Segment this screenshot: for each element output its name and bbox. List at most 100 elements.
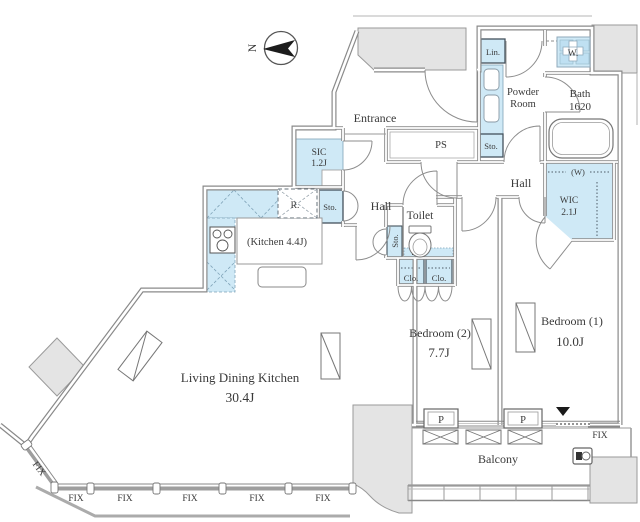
wic-shelf-label-bg: [566, 167, 590, 177]
north-arrow-icon: [263, 30, 299, 66]
storage-hall-bifold: [342, 190, 359, 222]
vanity-cabinet-2: [483, 94, 500, 123]
label-sic: SIC: [312, 148, 327, 158]
ldk-door: [355, 225, 391, 261]
doors: [342, 40, 590, 302]
stove-burner-1: [212, 229, 222, 239]
interior-wall-core: [294, 30, 618, 286]
balcony-railing: [407, 484, 590, 502]
powder-room-door: [503, 125, 541, 163]
pillar-symbol-1: [423, 408, 459, 429]
label-fix-4: FIX: [249, 494, 264, 504]
vanity-cabinet-1: [483, 68, 500, 91]
pillar-symbol-2: [503, 408, 543, 429]
bathtub-inner: [552, 122, 610, 155]
toilet-door: [402, 170, 438, 206]
label-bedroom2: Bedroom (2): [409, 326, 471, 340]
sic-door: [342, 140, 373, 171]
bedroom1-door: [518, 196, 546, 224]
label-hall-left: Hall: [371, 199, 392, 213]
label-fix-1: FIX: [68, 494, 83, 504]
label-ldk-size: 30.4J: [226, 390, 255, 405]
label-wic-shelf: (W): [571, 167, 585, 177]
label-sic-size: 1.2J: [311, 159, 327, 169]
fixtures: [209, 36, 614, 465]
bath-door: [544, 76, 581, 113]
balcony-faucet-handle: [576, 452, 582, 460]
kitchen-island: [236, 217, 323, 265]
balcony-divider-block: [352, 404, 413, 514]
label-wic: WIC: [560, 196, 578, 206]
label-hall-right: Hall: [511, 176, 532, 190]
column-diamond: [28, 337, 86, 397]
linen-door: [505, 40, 543, 78]
label-balcony: Balcony: [478, 452, 518, 466]
entrance-door: [424, 69, 478, 123]
bathtub: [548, 118, 614, 159]
ps-inner-line: [389, 131, 475, 159]
toilet-tank: [408, 225, 432, 234]
window-panel-symbols: [117, 302, 536, 382]
storage-toilet-bifold: [372, 228, 387, 256]
hall-door: [420, 161, 458, 199]
kitchen-sink: [257, 266, 307, 288]
label-fix-3: FIX: [182, 494, 197, 504]
ldk-fix-window-run: [20, 439, 357, 518]
label-kitchen: (Kitchen 4.4J): [247, 237, 308, 248]
labels: N Entrance Hall Hall PS Powder Room Bath…: [30, 43, 608, 504]
label-storage-toilet: Sto.: [390, 234, 400, 247]
label-closet-1: Clo.: [404, 273, 418, 283]
closet-bifold-doors: [397, 285, 453, 302]
label-storage-hall: Sto.: [323, 202, 336, 212]
washer-pan-drain-cross: [562, 40, 584, 62]
wic-rails: [548, 171, 610, 238]
kitchen-counter-top: [206, 188, 284, 219]
label-entrance: Entrance: [354, 111, 397, 125]
toilet-bowl-inner: [412, 238, 428, 256]
balcony-faucet-spout: [581, 451, 591, 461]
label-fix-diagonal: FIX: [30, 460, 47, 478]
label-ps: PS: [435, 140, 447, 151]
label-bath: Bath: [570, 88, 591, 100]
window-mullions: [20, 439, 357, 495]
label-fix-5: FIX: [315, 494, 330, 504]
north-label: N: [245, 43, 259, 52]
wic-fill: [545, 163, 613, 240]
exterior-wall-core: [0, 26, 622, 448]
wic-door: [535, 216, 573, 270]
label-bedroom2-size: 7.7J: [428, 345, 449, 360]
stove-burner-2: [223, 229, 233, 239]
outside-block-se: [589, 456, 638, 504]
label-wic-size: 2.1J: [561, 208, 577, 218]
label-bedroom1: Bedroom (1): [541, 314, 603, 328]
window-panel-ldk-diagonal: [117, 330, 163, 382]
slab-edge-line: [35, 485, 350, 518]
bedroom2-door: [461, 196, 497, 232]
label-linen: Lin.: [486, 47, 500, 57]
label-bath-size: 1620: [569, 101, 592, 113]
sic-step: [321, 169, 344, 187]
common-corridor-area: [357, 27, 467, 71]
storage-hall-box: [317, 189, 344, 224]
label-powder-1: Powder: [507, 87, 540, 98]
refrigerator-cross: [277, 188, 318, 219]
label-powder-2: Room: [510, 99, 536, 110]
symbols: [263, 30, 590, 445]
walls-core: [0, 26, 622, 448]
label-refrigerator: R.: [291, 201, 300, 211]
linen-box: [480, 38, 506, 64]
label-pillar-2: P: [520, 415, 526, 426]
counter-hatch: [206, 189, 283, 291]
label-bedroom1-size: 10.0J: [556, 334, 584, 349]
label-washer: W.: [568, 49, 578, 59]
ac-unit-pads: [422, 429, 543, 445]
label-toilet: Toilet: [407, 210, 434, 222]
label-ldk: Living Dining Kitchen: [181, 370, 300, 385]
label-fix-2: FIX: [117, 494, 132, 504]
outside-block-ne: [591, 24, 638, 74]
label-pillar-1: P: [438, 415, 444, 426]
fix-marker-triangle: [556, 407, 570, 416]
toilet-bowl: [408, 232, 432, 258]
